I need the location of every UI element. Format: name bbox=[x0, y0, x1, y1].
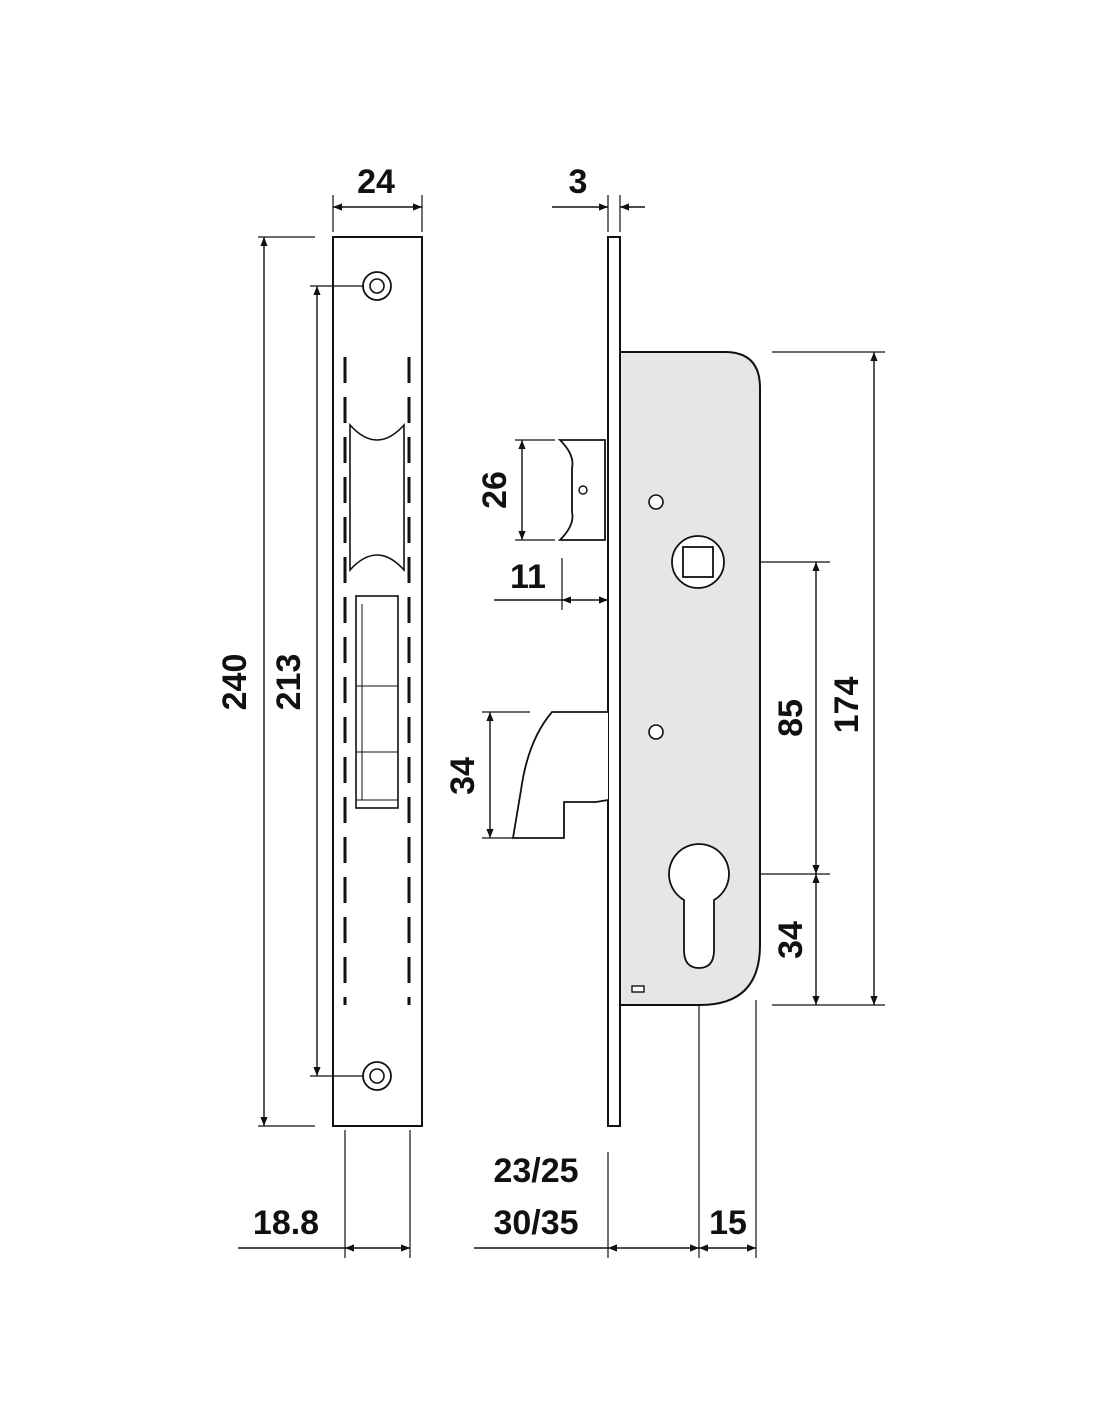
latch-bolt bbox=[557, 439, 606, 541]
label-cylinder-bottom: 34 bbox=[772, 921, 810, 959]
faceplate-front-view bbox=[238, 195, 423, 1258]
label-follower-cylinder: 85 bbox=[772, 699, 810, 737]
label-backset-line1: 23/25 bbox=[493, 1152, 578, 1190]
label-screw-spacing: 213 bbox=[270, 654, 308, 711]
label-backset-line2: 30/35 bbox=[493, 1204, 578, 1242]
label-hook-bolt-height: 34 bbox=[444, 757, 482, 795]
label-cylinder-back: 15 bbox=[709, 1204, 747, 1242]
label-latch-projection: 11 bbox=[510, 558, 546, 596]
lock-side-view bbox=[474, 195, 885, 1258]
faceplate-outline bbox=[332, 236, 423, 1127]
label-faceplate-width: 24 bbox=[357, 163, 395, 201]
label-case-height: 174 bbox=[828, 677, 866, 734]
top-screw-hole bbox=[362, 271, 392, 301]
label-screw-offset: 18.8 bbox=[253, 1204, 319, 1242]
dimension-labels: 24 3 240 213 26 11 34 85 174 34 18.8 23/… bbox=[216, 163, 866, 1242]
faceplate-side bbox=[607, 236, 621, 1127]
hook-bolt bbox=[511, 711, 609, 839]
case-screw-hole-top bbox=[648, 494, 664, 510]
latch-bolt-hole bbox=[578, 485, 588, 495]
hook-bolt-opening bbox=[355, 595, 399, 809]
bottom-screw-hole bbox=[362, 1061, 392, 1091]
label-overall-length: 240 bbox=[216, 654, 254, 711]
latch-opening bbox=[349, 422, 405, 573]
case-slot bbox=[631, 985, 645, 993]
cylinder-cutout bbox=[668, 843, 730, 969]
case-screw-hole-bottom bbox=[648, 724, 664, 740]
handle-follower bbox=[671, 535, 725, 589]
label-faceplate-thickness: 3 bbox=[569, 163, 588, 201]
label-latch-height: 26 bbox=[476, 471, 514, 509]
lock-case bbox=[619, 351, 761, 1006]
